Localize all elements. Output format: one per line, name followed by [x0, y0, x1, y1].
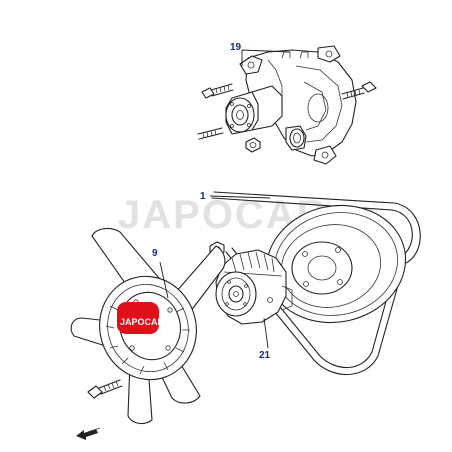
fan-bolt[interactable]: [87, 379, 123, 399]
pump-stud-left[interactable]: [197, 127, 224, 140]
part-label-fan[interactable]: 9: [152, 248, 158, 259]
arrow-icon: [76, 427, 101, 440]
part-label-belt[interactable]: 1: [200, 191, 206, 202]
callout-lines: [159, 49, 291, 349]
water-pump-drawing[interactable]: [225, 45, 357, 165]
pump-bolt-left[interactable]: [201, 83, 234, 99]
pump-bolt-right[interactable]: [341, 81, 377, 100]
fan-clutch-drawing[interactable]: [215, 249, 293, 325]
part-label-water-pump[interactable]: 19: [230, 42, 242, 53]
part-label-fan-clutch[interactable]: 21: [259, 350, 271, 361]
crank-pulley-drawing[interactable]: [255, 193, 416, 336]
logo-text: JAPOCAR: [120, 317, 165, 327]
japocar-logo: JAPOCAR: [117, 302, 165, 334]
pump-nut-lower[interactable]: [245, 137, 261, 153]
